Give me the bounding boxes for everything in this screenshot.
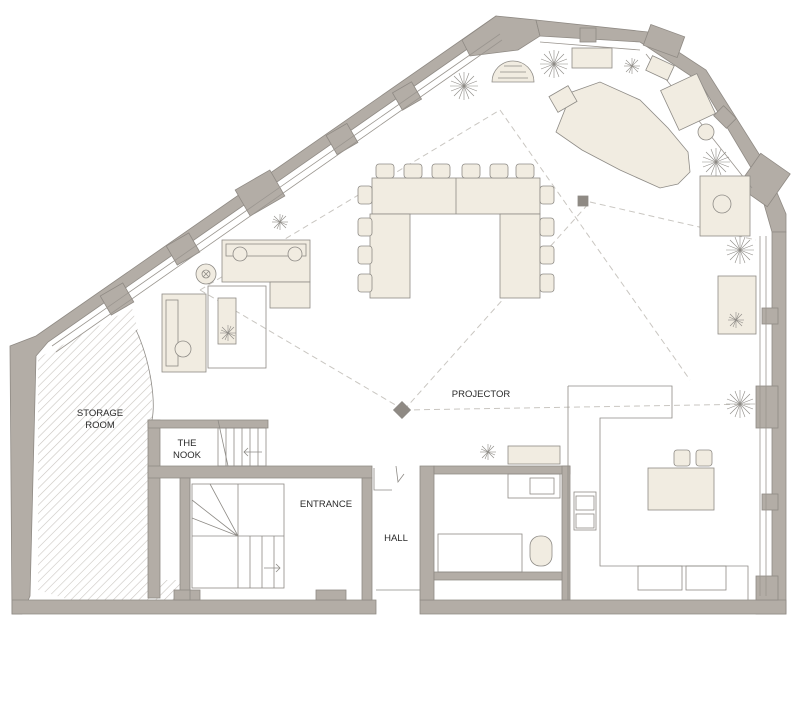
dining-table	[357, 163, 555, 299]
kitchen	[567, 385, 749, 600]
entrance-label: ENTRANCE	[300, 499, 352, 510]
projector-label: PROJECTOR	[452, 389, 511, 400]
living-area	[161, 213, 311, 373]
hall-label: HALL	[384, 533, 408, 544]
room-labels: STORAGE ROOM THE NOOK ENTRANCE HALL PROJ…	[77, 389, 510, 544]
bathroom	[437, 443, 561, 573]
piano-corner	[392, 47, 757, 420]
storage-room-label: STORAGE	[77, 408, 123, 419]
walls	[9, 15, 791, 615]
storage-room	[38, 308, 180, 600]
nook-label: THE	[178, 438, 197, 449]
stairs	[191, 419, 285, 589]
storage-room-label-2: ROOM	[85, 420, 115, 431]
doors	[135, 329, 420, 600]
nook-label-2: NOOK	[173, 450, 202, 461]
